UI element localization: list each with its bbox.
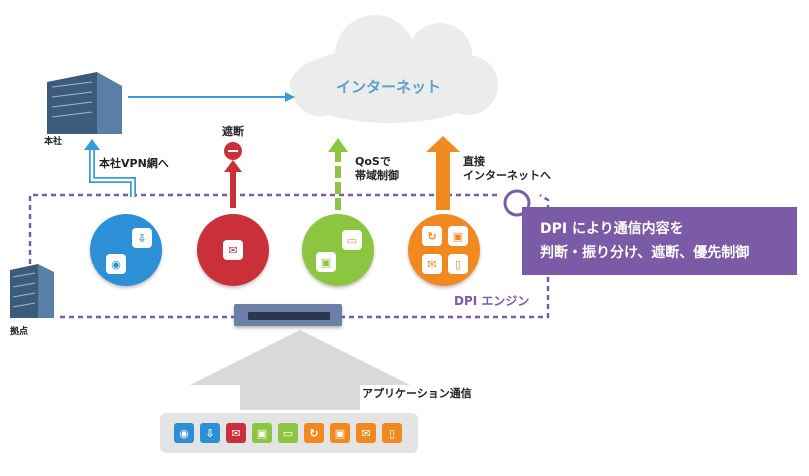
monitor-icon: ▣	[316, 252, 336, 272]
screen-share-icon: ▣	[330, 423, 350, 443]
internet-label: インターネット	[336, 78, 442, 96]
dpi-network-loop	[28, 193, 550, 319]
dpi-engine-label: DPI エンジン	[454, 294, 530, 308]
blocked-traffic-circle: ✉	[197, 214, 269, 286]
qos-label-line1: QoSで	[355, 155, 391, 168]
screen-share-icon: ▣	[448, 226, 468, 246]
block-icon	[224, 142, 242, 160]
application-traffic-label: アプリケーション通信	[362, 387, 472, 400]
block-label: 遮断	[222, 125, 244, 138]
folder-icon: ▭	[278, 423, 298, 443]
vpn-arrow	[89, 147, 136, 197]
direct-traffic-circle: ↻ ▣ ✉ ▯	[408, 214, 480, 286]
application-traffic-arrow	[190, 330, 410, 410]
qos-traffic-circle: ▭ ▣	[302, 214, 374, 286]
document-icon: ▯	[448, 254, 468, 274]
user-icon: ◉	[106, 254, 126, 274]
download-icon: ⇩	[200, 423, 220, 443]
hq-label: 本社	[44, 137, 63, 147]
dpi-line1: DPI により通信内容を	[540, 221, 684, 237]
direct-arrow	[436, 150, 450, 210]
download-icon: ⇩	[132, 228, 152, 248]
chat-icon: ✉	[223, 240, 243, 260]
qos-arrow	[328, 138, 348, 210]
internet-cloud	[290, 15, 498, 123]
mail-icon: ✉	[356, 423, 376, 443]
refresh-icon: ↻	[304, 423, 324, 443]
folder-icon: ▭	[342, 230, 362, 250]
dpi-description-box: DPI により通信内容を 判断・振り分け、遮断、優先制御	[522, 207, 797, 275]
monitor-icon: ▣	[252, 423, 272, 443]
dpi-line2: 判断・振り分け、遮断、優先制御	[540, 245, 750, 261]
qos-label-line2: 帯域制御	[355, 169, 399, 182]
direct-label-line1: 直接	[463, 155, 485, 168]
document-icon: ▯	[382, 423, 402, 443]
vpn-traffic-circle: ⇩ ◉	[90, 214, 162, 286]
branch-building-icon	[8, 262, 56, 318]
block-arrow	[230, 170, 236, 208]
user-icon: ◉	[174, 423, 194, 443]
chat-icon: ✉	[226, 423, 246, 443]
router-device	[234, 304, 342, 326]
vpn-label: 本社VPN網へ	[99, 157, 169, 170]
direct-label-line2: インターネットへ	[463, 169, 551, 182]
hq-building-icon	[42, 72, 126, 134]
branch-label: 拠点	[10, 327, 29, 337]
refresh-icon: ↻	[422, 226, 442, 246]
mail-icon: ✉	[422, 254, 442, 274]
